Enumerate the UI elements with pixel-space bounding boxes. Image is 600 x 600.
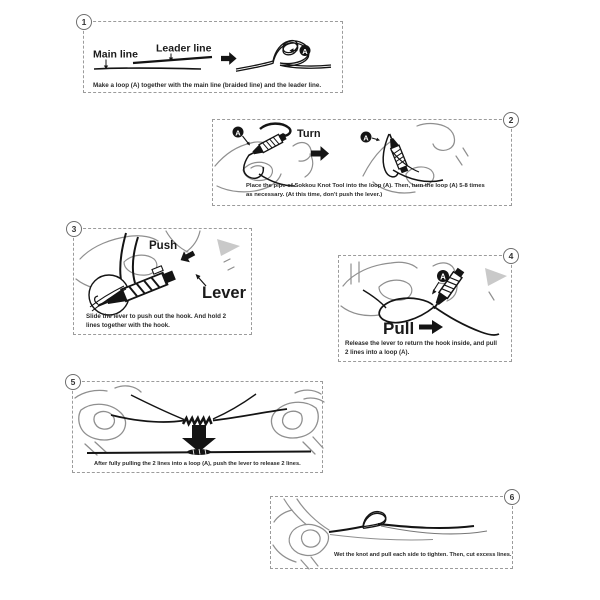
loop-line [362, 289, 500, 336]
lever-label: Lever [202, 284, 247, 302]
push-label: Push [149, 240, 177, 252]
step-number: 1 [81, 17, 87, 27]
caption-line: lines together with the hook. [86, 322, 170, 329]
caption-line: Slide the lever to push out the hook. An… [86, 313, 227, 320]
step-5-illustration [74, 385, 325, 456]
step-2-panel: 2 A [212, 112, 519, 206]
tool-lever [151, 265, 164, 275]
leader-line [132, 55, 213, 65]
caption-line: as necessary. (At this time, don't push … [246, 191, 383, 198]
step-2-caption: Place the pipe of Sokkou Knot Tool into … [246, 182, 485, 200]
step-6-number-badge: 6 [504, 489, 520, 505]
step-number: 2 [508, 115, 514, 125]
step-3-caption: Slide the lever to push out the hook. An… [86, 312, 226, 330]
step-4-illustration: A Pull [340, 261, 507, 338]
loop-a-badge: A [232, 126, 250, 146]
knot-lines [328, 510, 488, 541]
hand-sketch [74, 385, 142, 456]
loop-a-badge: A [289, 45, 311, 56]
caption-line: Place the pipe of Sokkou Knot Tool into … [246, 183, 485, 189]
step-number: 3 [71, 224, 77, 234]
arrow-down-icon [182, 425, 216, 452]
hand-sketch [485, 268, 507, 286]
step-5-panel: 5 [65, 374, 325, 473]
step-6-caption: Wet the knot and pull each side to tight… [334, 552, 512, 558]
leader-line-label: Leader line [156, 43, 212, 55]
badge-letter: A [363, 133, 369, 142]
badge-letter: A [235, 128, 241, 137]
step-2-number-badge: 2 [503, 112, 519, 128]
loop-line [243, 154, 296, 187]
step-4-caption: Release the lever to return the hook ins… [345, 339, 497, 357]
released-line [86, 448, 312, 455]
step-3-panel: 3 Push [66, 221, 252, 335]
hand-sketch [362, 122, 469, 194]
knot-tool [245, 131, 288, 161]
loop-a-badge: A [360, 131, 380, 143]
lever-arrow-icon [195, 274, 207, 287]
pull-label: Pull [383, 319, 414, 338]
pull-arrow-icon [419, 320, 443, 334]
step-3-number-badge: 3 [66, 221, 82, 237]
step-1-illustration: Main line Leader line A [93, 39, 332, 72]
pulled-lines [110, 393, 288, 423]
loop-a-badge: A [432, 270, 449, 295]
step-number: 6 [509, 492, 515, 502]
step-1-number-badge: 1 [76, 14, 92, 30]
caption-line: 2 lines into a loop (A). [345, 349, 410, 356]
push-arrow-icon [177, 247, 197, 266]
caption-line: Release the lever to return the hook ins… [345, 340, 497, 347]
arrow-right-icon [221, 52, 237, 65]
hand-sketch [272, 498, 330, 570]
knot-tool [384, 131, 410, 175]
hook-detail [89, 285, 127, 312]
main-line [93, 67, 202, 70]
arrow-down-icon [103, 59, 109, 69]
loop-line [235, 39, 332, 72]
step-5-number-badge: 5 [65, 374, 81, 390]
hand-sketch [217, 239, 240, 256]
step-4-number-badge: 4 [503, 248, 519, 264]
step-2-illustration: A Turn [214, 122, 469, 194]
arrow-right-icon [311, 146, 330, 161]
main-line-label: Main line [93, 49, 138, 61]
hand-sketch [340, 261, 495, 317]
step-5-caption: After fully pulling the 2 lines into a l… [94, 461, 301, 467]
badge-letter: A [302, 47, 308, 56]
step-1-caption: Make a loop (A) together with the main l… [93, 82, 322, 89]
turn-label: Turn [297, 128, 321, 140]
line-coil [181, 415, 213, 427]
step-4-panel: 4 A [338, 248, 519, 362]
step-3-illustration: Push Lever [75, 230, 247, 316]
step-6-illustration [272, 498, 488, 570]
step-6-panel: 6 Wet the knot and pull eac [270, 489, 520, 570]
step-1-panel: 1 Main line Leader line [76, 14, 343, 93]
hand-sketch [214, 141, 314, 193]
step-number: 4 [508, 251, 514, 261]
turn-arrow-icon [259, 122, 292, 140]
step-number: 5 [70, 377, 76, 387]
hand-sketch [270, 389, 325, 455]
loop-line [382, 133, 444, 183]
badge-letter: A [440, 273, 446, 282]
